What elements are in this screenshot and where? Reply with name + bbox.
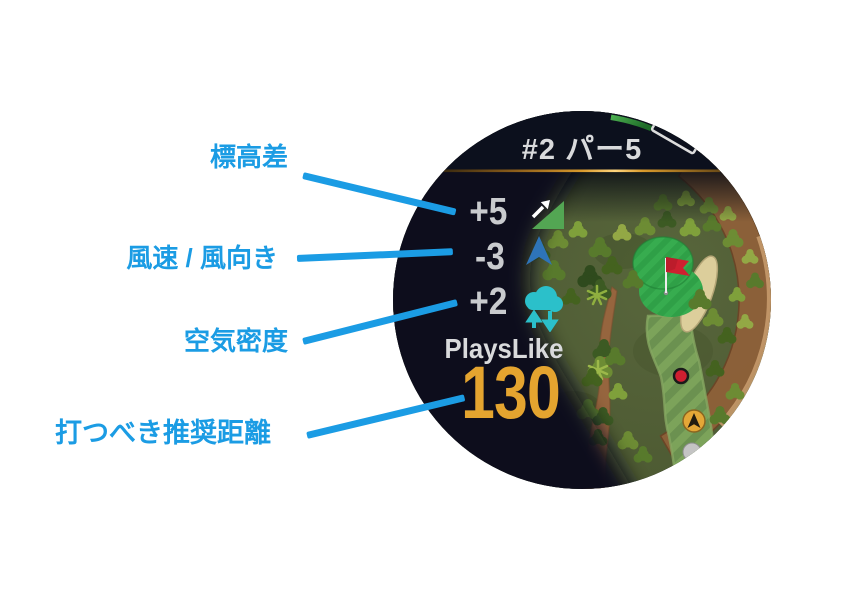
callout-label-recommended-distance: 打つべき推奨距離 — [55, 418, 271, 448]
hole-and-par-header: #2 パー5 — [521, 134, 643, 166]
fairway — [645, 313, 727, 489]
callout-label-wind: 風速 / 風向き — [126, 243, 278, 273]
target-dot-icon — [672, 367, 690, 385]
callout-label-elevation: 標高差 — [209, 142, 288, 172]
plays-like-label: PlaysLike — [444, 333, 564, 364]
air-density-value: +2 — [468, 281, 507, 323]
watch-face: #2 パー5 +5 -3 +2 — [393, 111, 771, 489]
flag-icon — [663, 257, 690, 296]
player-position-icon — [682, 409, 706, 433]
ball-icon — [682, 442, 702, 462]
putting-green — [632, 236, 703, 317]
callout-label-air-density: 空気密度 — [183, 326, 288, 356]
air-density-cloud-icon — [525, 286, 563, 332]
data-panel-background — [393, 111, 633, 489]
gold-separator-line — [444, 169, 720, 173]
wind-value: -3 — [475, 236, 505, 278]
wind-direction-icon — [526, 236, 552, 265]
gauge-outline — [650, 119, 700, 155]
elevation-value: +5 — [468, 191, 507, 233]
course-map — [393, 111, 771, 489]
plays-like-distance-value: 130 — [461, 351, 561, 434]
elevation-slope-icon — [531, 200, 564, 229]
